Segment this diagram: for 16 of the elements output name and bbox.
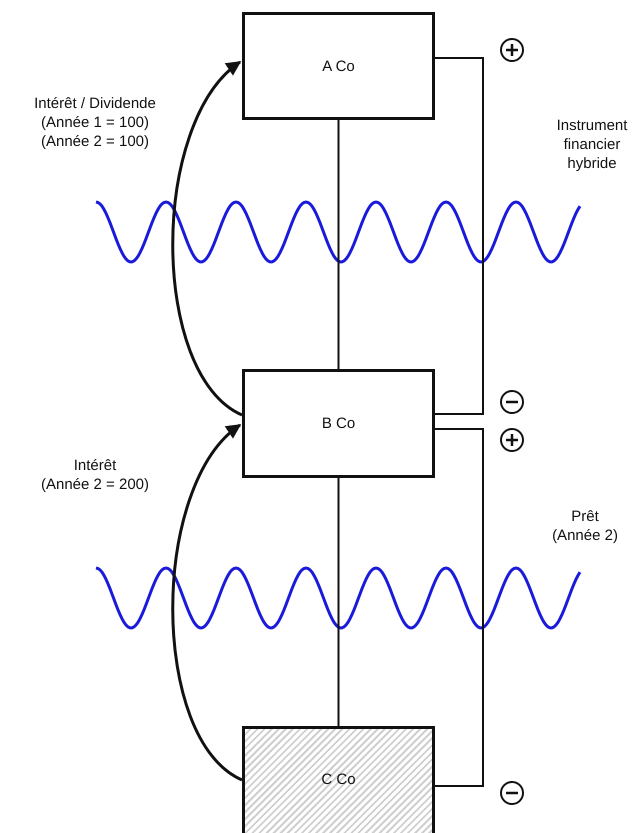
curved-arrow xyxy=(171,424,243,782)
entity-box xyxy=(242,12,435,120)
connector-line xyxy=(435,428,484,787)
edge-label: Prêt (Année 2) xyxy=(551,508,619,546)
hatched-entity-box xyxy=(242,726,435,833)
edge-label: Intérêt / Dividende (Année 1 = 100) (Année 2 = 100) xyxy=(33,95,157,152)
curved-arrow xyxy=(171,60,243,416)
edge-label: Instrument financier hybride xyxy=(556,117,628,174)
connector-line xyxy=(338,120,340,369)
entity-name: A Co xyxy=(322,58,355,74)
entity-name: B Co xyxy=(322,415,356,432)
connector-line xyxy=(338,478,340,726)
edge-label: Intérêt (Année 2 = 200) xyxy=(40,457,150,494)
entity-box xyxy=(242,369,435,478)
connector-line xyxy=(435,57,484,415)
entity-name: C Co xyxy=(321,771,356,788)
